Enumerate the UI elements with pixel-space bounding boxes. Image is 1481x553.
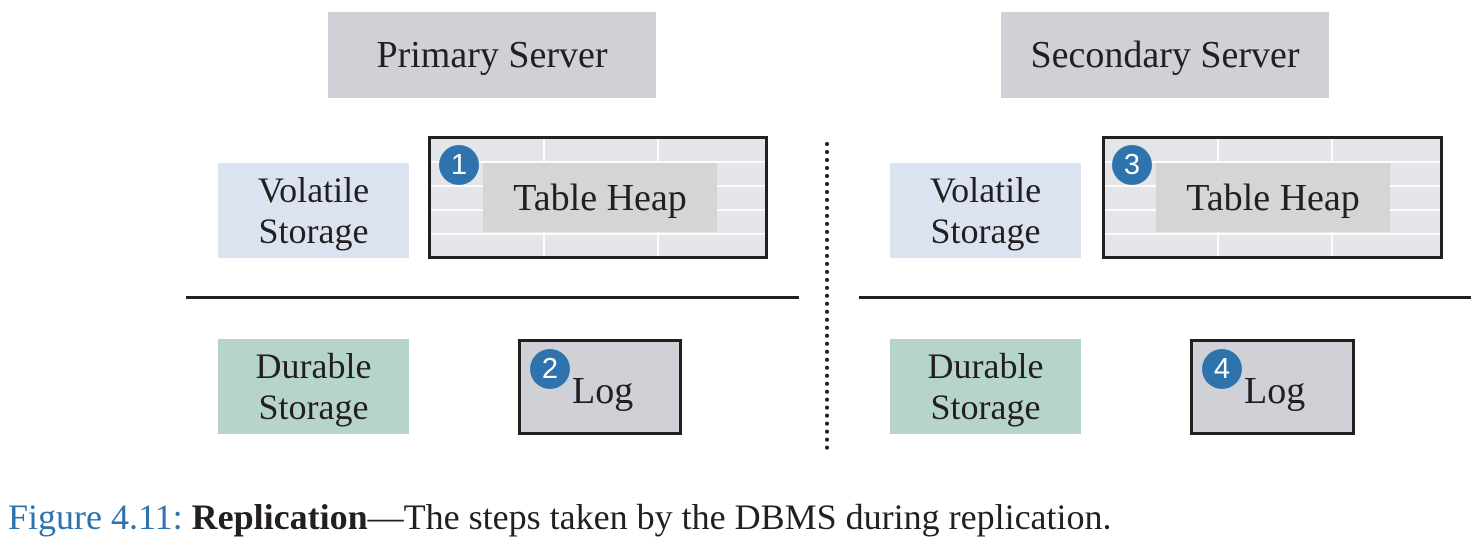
step-badge-2-number: 2: [541, 352, 559, 385]
figure-title: Replication: [191, 497, 368, 537]
figure-caption: Figure 4.11: Replication—The steps taken…: [8, 496, 1112, 538]
secondary-volatile-line1: Volatile: [929, 169, 1042, 210]
secondary-server-title: Secondary Server: [1001, 12, 1329, 98]
primary-table-heap-label: Table Heap: [513, 176, 687, 219]
secondary-volatile-line2: Storage: [930, 210, 1041, 251]
primary-volatile-line2: Storage: [258, 210, 369, 251]
step-badge-1-number: 1: [450, 148, 468, 181]
step-badge-3: 3: [1112, 145, 1152, 185]
primary-log-label: Log: [572, 370, 634, 412]
primary-log: Log: [518, 339, 682, 435]
step-badge-2: 2: [530, 349, 570, 389]
figure-number: Figure 4.11:: [8, 497, 183, 537]
primary-server-title: Primary Server: [328, 12, 656, 98]
step-badge-4-number: 4: [1213, 352, 1231, 385]
secondary-table-heap-label: Table Heap: [1186, 176, 1360, 219]
step-badge-3-number: 3: [1123, 148, 1141, 181]
primary-server-label: Primary Server: [376, 34, 608, 76]
secondary-storage-divider: [859, 296, 1471, 299]
secondary-table-heap-label-box: Table Heap: [1156, 163, 1390, 232]
secondary-log: Log: [1190, 339, 1355, 435]
secondary-log-label: Log: [1244, 370, 1306, 412]
step-badge-4: 4: [1202, 349, 1242, 389]
secondary-durable-storage: Durable Storage: [890, 339, 1081, 434]
secondary-volatile-storage: Volatile Storage: [890, 163, 1081, 258]
primary-durable-line2: Storage: [258, 386, 369, 427]
primary-storage-divider: [186, 296, 799, 299]
server-separator: [825, 142, 829, 450]
secondary-durable-line2: Storage: [930, 386, 1041, 427]
primary-table-heap-label-box: Table Heap: [483, 163, 717, 232]
secondary-server-label: Secondary Server: [1030, 34, 1300, 76]
primary-volatile-line1: Volatile: [257, 169, 370, 210]
figure-description: —The steps taken by the DBMS during repl…: [367, 497, 1112, 537]
step-badge-1: 1: [439, 145, 479, 185]
secondary-durable-line1: Durable: [927, 345, 1044, 386]
primary-volatile-storage: Volatile Storage: [218, 163, 409, 258]
primary-durable-line1: Durable: [255, 345, 372, 386]
primary-durable-storage: Durable Storage: [218, 339, 409, 434]
